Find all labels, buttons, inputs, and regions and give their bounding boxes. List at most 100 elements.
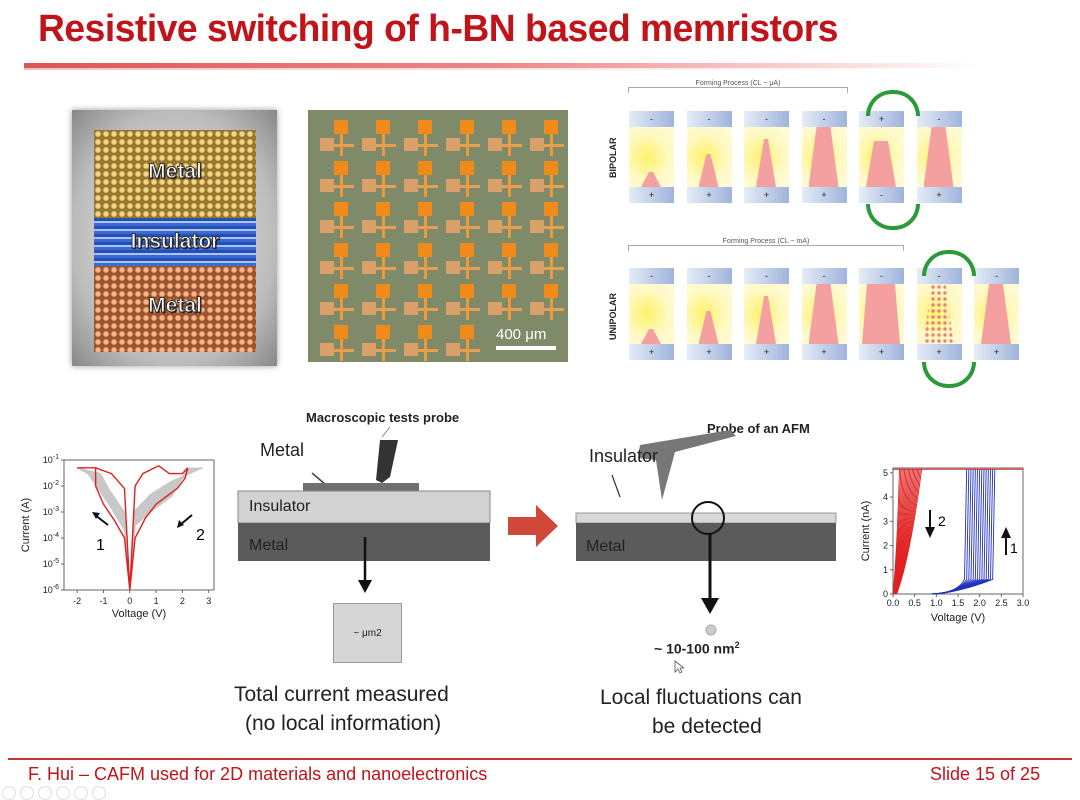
y-tick-label: 1	[883, 565, 888, 575]
x-tick-label: 3	[206, 596, 211, 606]
annotation-2: 2	[196, 527, 205, 544]
bottom-electrode: +	[801, 344, 847, 360]
annotation-1: 1	[1010, 540, 1018, 556]
x-axis-label: Voltage (V)	[931, 612, 985, 624]
top-electrode: -	[859, 268, 904, 284]
device-array-micrograph: 400 μm	[308, 110, 568, 362]
electrode-pad	[418, 349, 438, 352]
electrode-pad	[404, 138, 418, 151]
y-tick-label: 10-4	[43, 532, 59, 543]
electrode-pad	[446, 138, 460, 151]
cell-insulator	[629, 127, 674, 187]
x-tick-label: 3.0	[1017, 598, 1030, 608]
y-tick-label: 3	[883, 516, 888, 526]
bipolar-forming-header: Forming Process (CL ~ μA)	[628, 80, 848, 93]
electrode-pad	[544, 243, 558, 257]
top-electrode: -	[974, 268, 1019, 284]
electrode-pad	[446, 220, 460, 233]
afm-metal	[576, 523, 836, 561]
electrode-pad	[502, 243, 516, 257]
electrode-pad	[320, 302, 334, 315]
electrode-pad	[334, 226, 354, 229]
prev-icon[interactable]	[2, 786, 16, 800]
y-tick-label: 0	[883, 589, 888, 599]
annotation-1: 1	[96, 537, 105, 554]
bottom-electrode: +	[629, 187, 674, 203]
electrode-pad	[362, 302, 376, 315]
filament-cell: -+	[686, 268, 732, 360]
afm-cross-section	[575, 430, 837, 636]
electrode-pad	[460, 226, 480, 229]
bottom-electrode: -	[859, 187, 904, 203]
afm-area-label: ~ 10-100 nm2	[654, 640, 740, 657]
next-icon[interactable]	[20, 786, 34, 800]
y-tick-label: 5	[883, 468, 888, 478]
filament-cell: -+	[801, 111, 847, 203]
top-electrode: -	[744, 268, 789, 284]
zoom-icon[interactable]	[74, 786, 88, 800]
conductive-filament	[756, 139, 776, 187]
pen-icon[interactable]	[38, 786, 52, 800]
cell-insulator	[859, 127, 904, 187]
afm-insulator-label: Insulator	[589, 446, 659, 466]
filament-cell: -+	[916, 268, 962, 360]
electrode-pad	[460, 120, 474, 134]
macro-caption-line2: (no local information)	[245, 712, 442, 735]
x-tick-label: -2	[73, 596, 81, 606]
electrode-pad	[334, 308, 354, 311]
electrode-pad	[446, 261, 460, 274]
highlighted-cycle-line	[77, 464, 189, 591]
unipolar-label: UNIPOLAR	[608, 293, 618, 340]
slides-icon[interactable]	[56, 786, 70, 800]
top-electrode: -	[744, 111, 789, 127]
insulator-label: Insulator	[130, 230, 220, 254]
afm-contact-area-dot	[705, 624, 717, 636]
y-tick-label: 2	[883, 541, 888, 551]
macro-insulator-label: Insulator	[249, 498, 311, 515]
electrode-pad	[418, 202, 432, 216]
electrode-pad	[530, 261, 544, 274]
footer-author-title: F. Hui – CAFM used for 2D materials and …	[28, 764, 488, 784]
insulator-leader-arrow	[611, 474, 621, 498]
memristor-structure-image: Metal Insulator Metal	[72, 110, 277, 366]
electrode-pad	[334, 325, 348, 339]
filament-cell: -+	[801, 268, 847, 360]
electrode-pad	[488, 302, 502, 315]
bottom-electrode: +	[916, 187, 962, 203]
title-divider-shadow	[24, 68, 924, 70]
x-axis-label: Voltage (V)	[112, 608, 166, 620]
electrode-pad	[320, 138, 334, 151]
unipolar-forming-label: Forming Process (CL ~ mA)	[722, 238, 810, 245]
electrode-pad	[460, 267, 480, 270]
probe-leader-line	[381, 426, 391, 438]
x-tick-label: 2.5	[995, 598, 1008, 608]
bottom-electrode: +	[859, 344, 904, 360]
sweep-lines	[892, 469, 996, 595]
cell-insulator	[629, 284, 674, 344]
electrode-pad	[460, 349, 480, 352]
bipolar-forming-bracket	[628, 87, 848, 93]
electrode-pad	[544, 161, 558, 175]
filament-cell: -+	[629, 111, 674, 203]
arrow-up-1	[1001, 527, 1011, 555]
more-icon[interactable]	[92, 786, 106, 800]
electrode-pad	[376, 120, 390, 134]
top-metal-contact	[303, 483, 419, 491]
contact-highlight-circle	[691, 501, 725, 535]
electrode-pad	[544, 185, 564, 188]
top-electrode: -	[686, 111, 732, 127]
top-metal-label: Metal	[148, 160, 203, 184]
electrode-pad	[502, 308, 522, 311]
electrode-pad	[376, 349, 396, 352]
cell-insulator	[801, 284, 847, 344]
unipolar-forming-header: Forming Process (CL ~ mA)	[628, 238, 904, 251]
x-tick-label: 0	[127, 596, 132, 606]
electrode-pad	[460, 161, 474, 175]
unipolar-cycle-arrow-bottom	[922, 362, 976, 388]
x-tick-label: 2	[180, 596, 185, 606]
electrode-pad	[502, 284, 516, 298]
y-tick-label: 4	[883, 492, 888, 502]
filament-cell: -+	[916, 111, 962, 203]
electrode-pad	[502, 226, 522, 229]
